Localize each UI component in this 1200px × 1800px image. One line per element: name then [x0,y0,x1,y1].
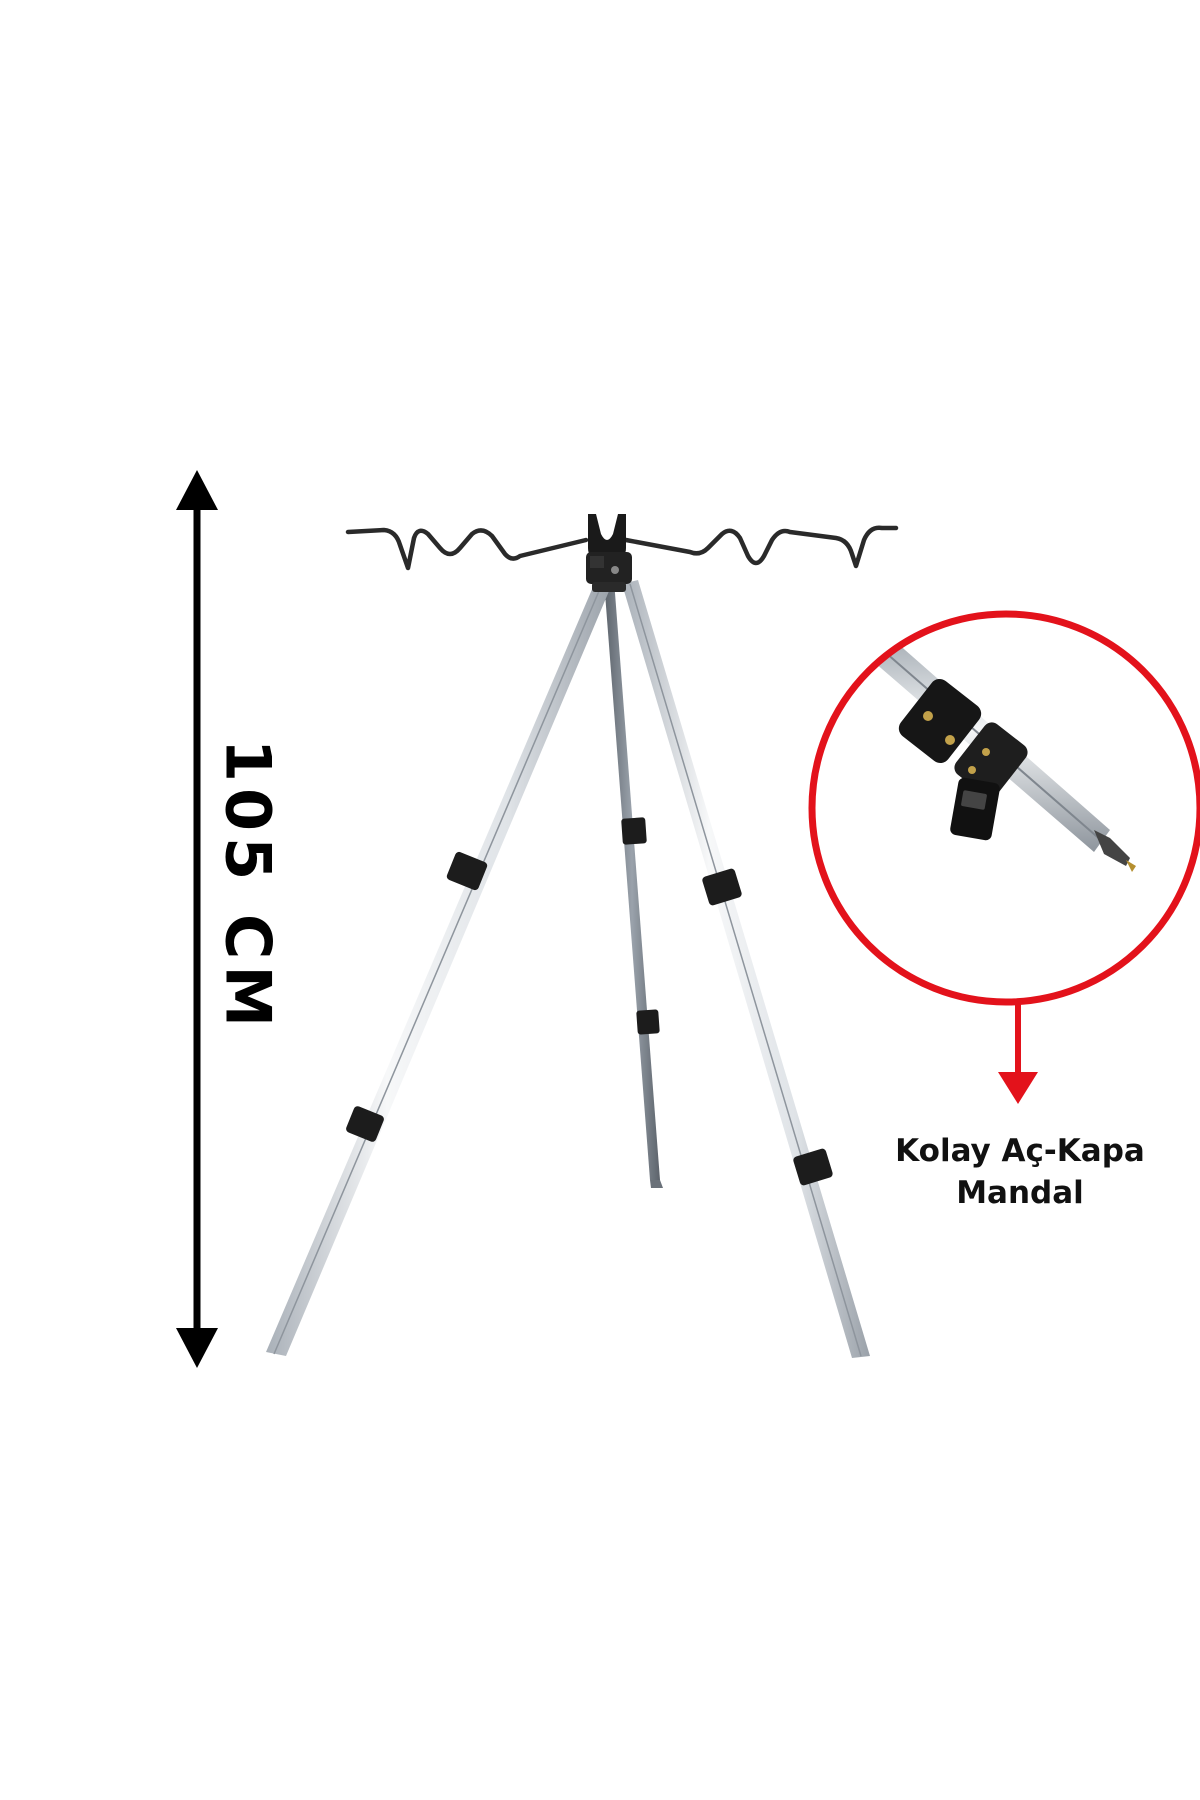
callout-label: Kolay Aç-Kapa Mandal [870,1130,1170,1214]
left-leg [266,580,612,1356]
callout-label-line-2: Mandal [956,1175,1084,1211]
height-label: 105 CM [211,738,285,1034]
callout-arrow [998,1002,1038,1104]
height-dimension-arrow [176,470,218,1368]
rod-rest-wire [345,525,899,571]
zoom-detail-circle [808,610,1200,1006]
center-leg [604,580,663,1188]
right-leg [622,580,870,1358]
callout-label-line-1: Kolay Aç-Kapa [895,1133,1145,1169]
tripod-head [586,514,632,592]
